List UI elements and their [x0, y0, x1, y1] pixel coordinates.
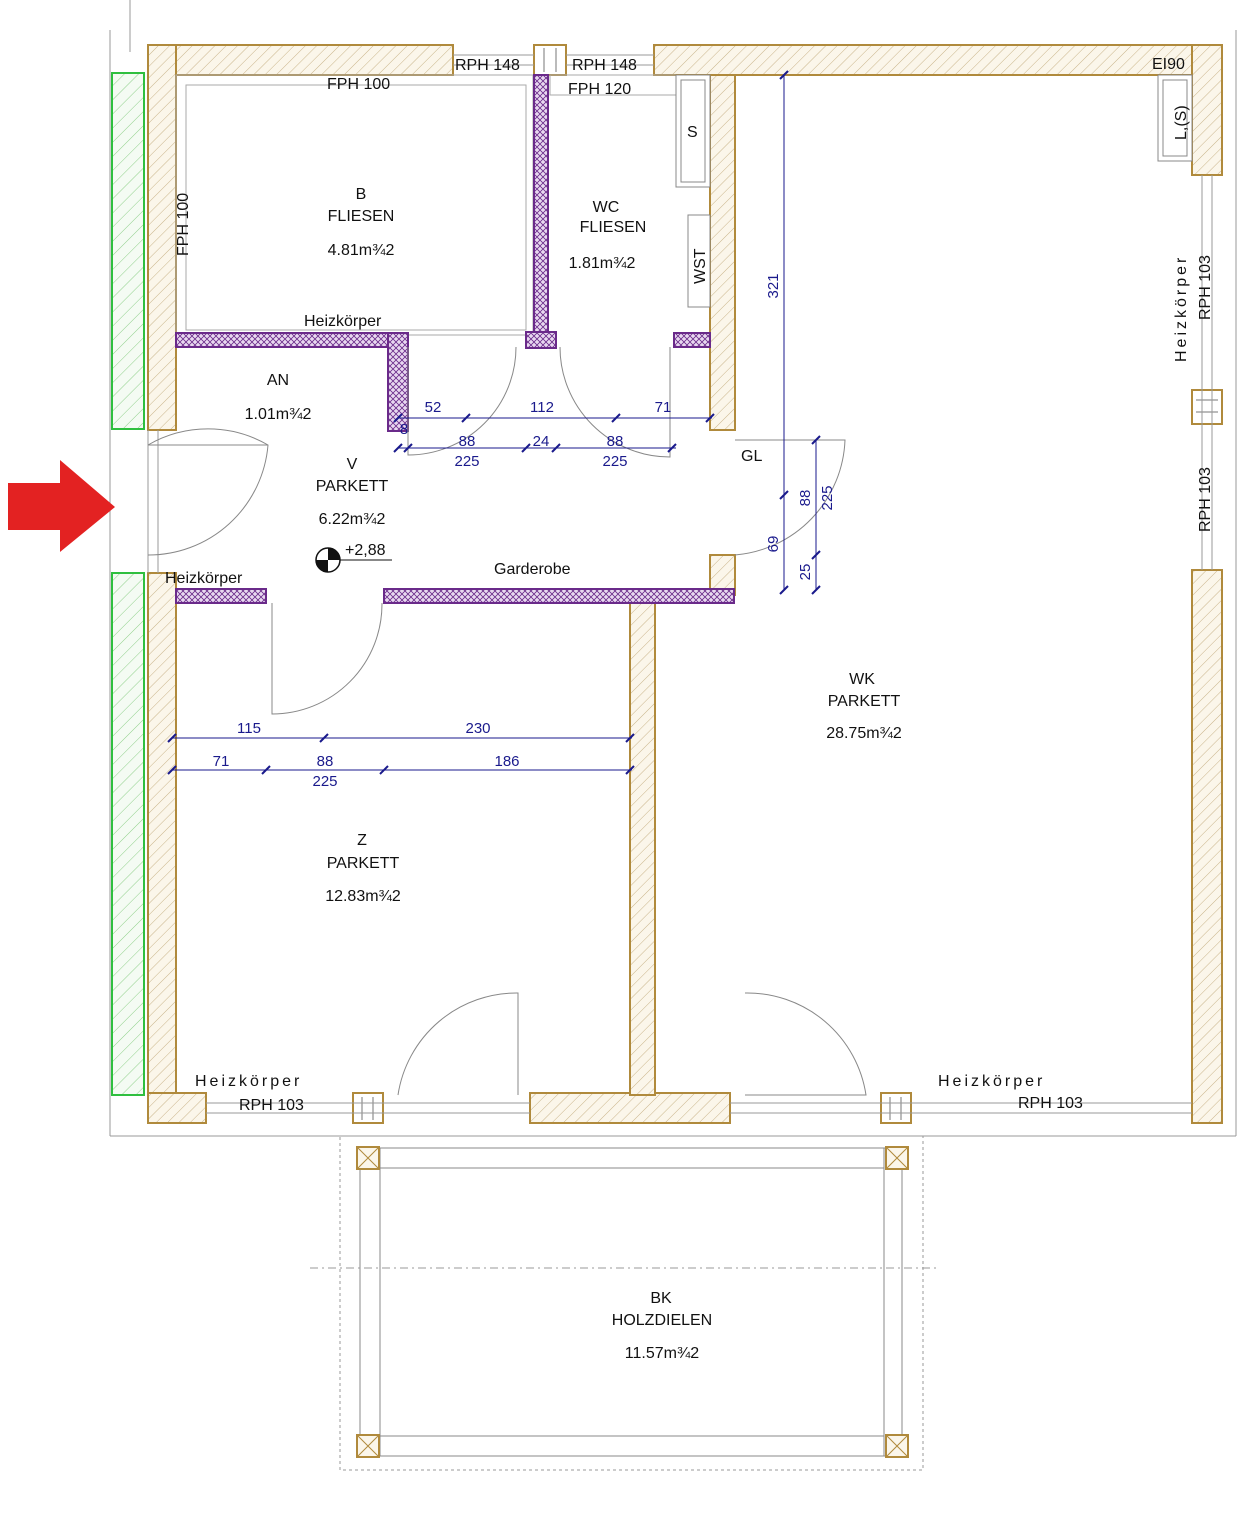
room-wk-name: WK — [849, 671, 875, 688]
room-wc-area: 1.81m¾2 — [569, 255, 636, 272]
dim-25: 25 — [797, 564, 814, 581]
outer-frame — [109, 0, 1237, 1137]
dim-225v: 225 — [819, 485, 836, 510]
label-gl: GL — [741, 448, 762, 465]
room-wk: WK PARKETT 28.75m¾2 — [826, 671, 902, 742]
balcony — [310, 1135, 940, 1471]
label-fph120: FPH 120 — [568, 81, 631, 98]
dim-88v: 88 — [797, 490, 814, 507]
entry-arrow-icon — [8, 460, 115, 552]
dim-321: 321 — [765, 273, 782, 298]
room-an-name: AN — [267, 372, 289, 389]
label-garderobe: Garderobe — [494, 561, 571, 578]
label-heizkoerper-bl: Heizkörper — [195, 1073, 302, 1090]
label-ls: L,(S) — [1173, 105, 1190, 140]
room-wc-floor: FLIESEN — [580, 219, 647, 236]
room-wk-floor: PARKETT — [828, 693, 901, 710]
annotation-labels: RPH 148 RPH 148 FPH 100 FPH 120 EI90 FPH… — [165, 56, 1214, 1114]
windows — [147, 54, 1213, 1114]
room-wc-name: WC — [593, 199, 620, 216]
dim-88c: 88 — [317, 753, 334, 770]
shaft-boxes — [352, 44, 1223, 1124]
dimension-labels: 52 112 71 8 88 225 24 88 225 321 88 225 … — [213, 273, 836, 790]
label-rph148-a: RPH 148 — [455, 57, 520, 74]
room-wc: WC FLIESEN 1.81m¾2 — [569, 199, 647, 272]
room-bk-name: BK — [650, 1290, 672, 1307]
fixtures — [675, 74, 1193, 308]
label-rph103-r2: RPH 103 — [1197, 467, 1214, 532]
dim-225b: 225 — [602, 453, 627, 470]
room-z-area: 12.83m¾2 — [325, 888, 401, 905]
dim-71a: 71 — [655, 399, 672, 416]
dim-225c: 225 — [312, 773, 337, 790]
room-bk-floor: HOLZDIELEN — [612, 1312, 712, 1329]
room-z-floor: PARKETT — [327, 855, 400, 872]
label-ei90: EI90 — [1152, 56, 1185, 73]
room-b-name: B — [356, 186, 367, 203]
level-marker-icon — [315, 547, 392, 573]
label-level: +2,88 — [345, 542, 386, 559]
room-wk-area: 28.75m¾2 — [826, 725, 902, 742]
dim-225a: 225 — [454, 453, 479, 470]
dim-230: 230 — [465, 720, 490, 737]
room-v: V PARKETT 6.22m¾2 — [316, 456, 389, 528]
label-rph148-b: RPH 148 — [572, 57, 637, 74]
room-b-area: 4.81m¾2 — [328, 242, 395, 259]
dim-8: 8 — [400, 421, 408, 438]
insulation-strip-bottom — [111, 572, 145, 1096]
room-z-name: Z — [357, 832, 367, 849]
dim-24: 24 — [533, 433, 550, 450]
room-an-area: 1.01m¾2 — [245, 406, 312, 423]
room-v-floor: PARKETT — [316, 478, 389, 495]
label-fph100-top: FPH 100 — [327, 76, 390, 93]
dim-52: 52 — [425, 399, 442, 416]
label-s: S — [687, 124, 698, 141]
dim-112: 112 — [530, 399, 554, 416]
dim-69: 69 — [765, 536, 782, 553]
label-rph103-bl: RPH 103 — [239, 1097, 304, 1114]
label-fph100-side: FPH 100 — [175, 193, 192, 256]
room-bk: BK HOLZDIELEN 11.57m¾2 — [612, 1290, 712, 1362]
dim-88b: 88 — [607, 433, 624, 450]
dim-115: 115 — [237, 720, 261, 737]
label-heizkoerper-v: Heizkörper — [165, 570, 243, 587]
room-b: B FLIESEN 4.81m¾2 — [328, 186, 395, 259]
room-b-floor: FLIESEN — [328, 208, 395, 225]
room-v-name: V — [347, 456, 358, 473]
room-bk-area: 11.57m¾2 — [625, 1345, 700, 1362]
label-heizkoerper-right: Heizkörper — [1173, 255, 1190, 362]
dim-186: 186 — [494, 753, 519, 770]
label-rph103-r1: RPH 103 — [1197, 255, 1214, 320]
dimension-lines — [167, 70, 821, 775]
insulation-strip-top — [111, 72, 145, 430]
room-an: AN 1.01m¾2 — [245, 372, 312, 423]
exterior-walls — [147, 44, 1223, 1124]
label-heizkoerper-br: Heizkörper — [938, 1073, 1045, 1090]
partition-walls — [175, 74, 735, 604]
door-swings — [147, 346, 867, 1096]
room-v-area: 6.22m¾2 — [319, 511, 386, 528]
label-rph103-br: RPH 103 — [1018, 1095, 1083, 1112]
dim-88a: 88 — [459, 433, 476, 450]
label-heizkoerper-b: Heizkörper — [304, 313, 382, 330]
label-wst: WST — [692, 248, 709, 284]
room-z: Z PARKETT 12.83m¾2 — [325, 832, 401, 905]
dim-71b: 71 — [213, 753, 230, 770]
